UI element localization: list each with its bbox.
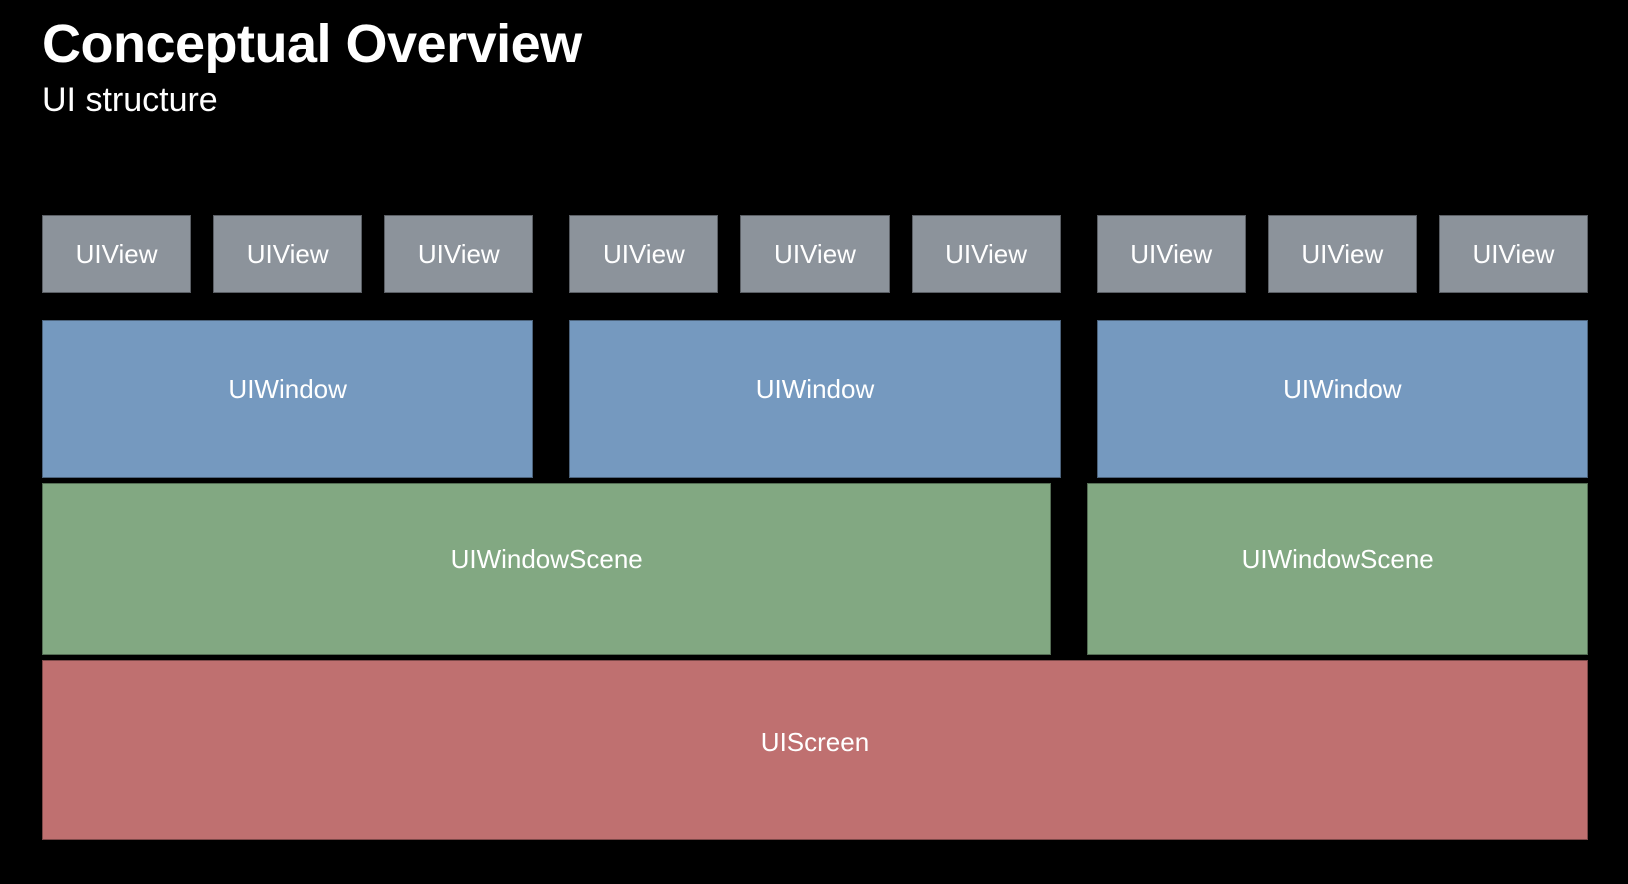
uiwindowscene-label: UIWindowScene (450, 544, 643, 574)
uiview-label: UIView (246, 238, 329, 269)
uiview-node[interactable]: UIView (213, 215, 363, 293)
uiscreen-node[interactable]: UIScreen (42, 660, 1588, 840)
uiview-node[interactable]: UIView (42, 215, 192, 293)
uiview-label: UIView (774, 238, 856, 269)
uiview-label: UIView (602, 238, 685, 269)
uiwindow-label: UIWindow (755, 374, 875, 404)
uiview-node[interactable]: UIView (384, 215, 534, 293)
uiview-label: UIView (417, 238, 500, 269)
uiview-node[interactable]: UIView (911, 215, 1061, 293)
uiview-node[interactable]: UIView (569, 215, 719, 293)
uiview-node[interactable]: UIView (740, 215, 890, 293)
uiwindowscene-node[interactable]: UIWindowScene (1087, 483, 1588, 655)
uiwindow-node[interactable]: UIWindow (569, 320, 1061, 478)
uiview-group-3: UIView UIView UIView (1096, 215, 1588, 293)
uiview-label: UIView (1301, 238, 1384, 269)
uiwindowscene-node[interactable]: UIWindowScene (42, 483, 1052, 655)
uiview-label: UIView (945, 238, 1028, 269)
slide-header: Conceptual Overview UI structure (42, 14, 1242, 121)
uiwindowscene-row: UIWindowScene UIWindowScene (42, 483, 1588, 655)
uiview-label: UIView (1472, 238, 1555, 269)
uiview-row: UIView UIView UIView UIView UIView UIVie… (42, 215, 1588, 293)
uiview-label: UIView (1130, 238, 1213, 269)
uiwindow-node[interactable]: UIWindow (42, 320, 534, 478)
uiwindow-node[interactable]: UIWindow (1096, 320, 1588, 478)
uiview-node[interactable]: UIView (1267, 215, 1417, 293)
uiview-node[interactable]: UIView (1096, 215, 1246, 293)
page-title: Conceptual Overview (42, 14, 582, 74)
uiscreen-label: UIScreen (760, 727, 870, 757)
uiview-label: UIView (75, 238, 158, 269)
uiwindow-row: UIWindow UIWindow UIWindow (42, 320, 1588, 478)
uiview-group-2: UIView UIView UIView (569, 215, 1061, 293)
uiview-node[interactable]: UIView (1438, 215, 1588, 293)
uiwindow-label: UIWindow (228, 374, 347, 404)
uiwindow-label: UIWindow (1283, 374, 1402, 404)
uiwindowscene-label: UIWindowScene (1241, 544, 1434, 574)
ui-structure-diagram: UIView UIView UIView UIView UIView UIVie… (42, 215, 1588, 840)
page-subtitle: UI structure (42, 81, 218, 120)
uiview-group-1: UIView UIView UIView (42, 215, 534, 293)
uiscreen-row: UIScreen (42, 660, 1588, 840)
